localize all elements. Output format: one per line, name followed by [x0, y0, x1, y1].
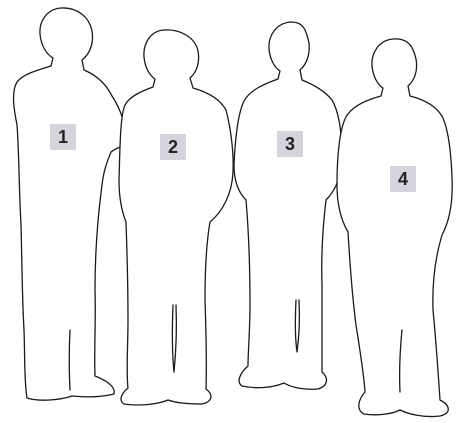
figure-label-2: 2	[160, 134, 186, 160]
person-silhouette-2	[119, 30, 233, 405]
person-silhouette-1	[14, 8, 127, 400]
figure-label-3: 3	[277, 131, 303, 157]
figure-label-4: 4	[390, 166, 416, 192]
person-silhouette-4	[337, 39, 452, 417]
person-silhouette-3	[234, 22, 342, 389]
figure-label-1: 1	[50, 124, 76, 150]
